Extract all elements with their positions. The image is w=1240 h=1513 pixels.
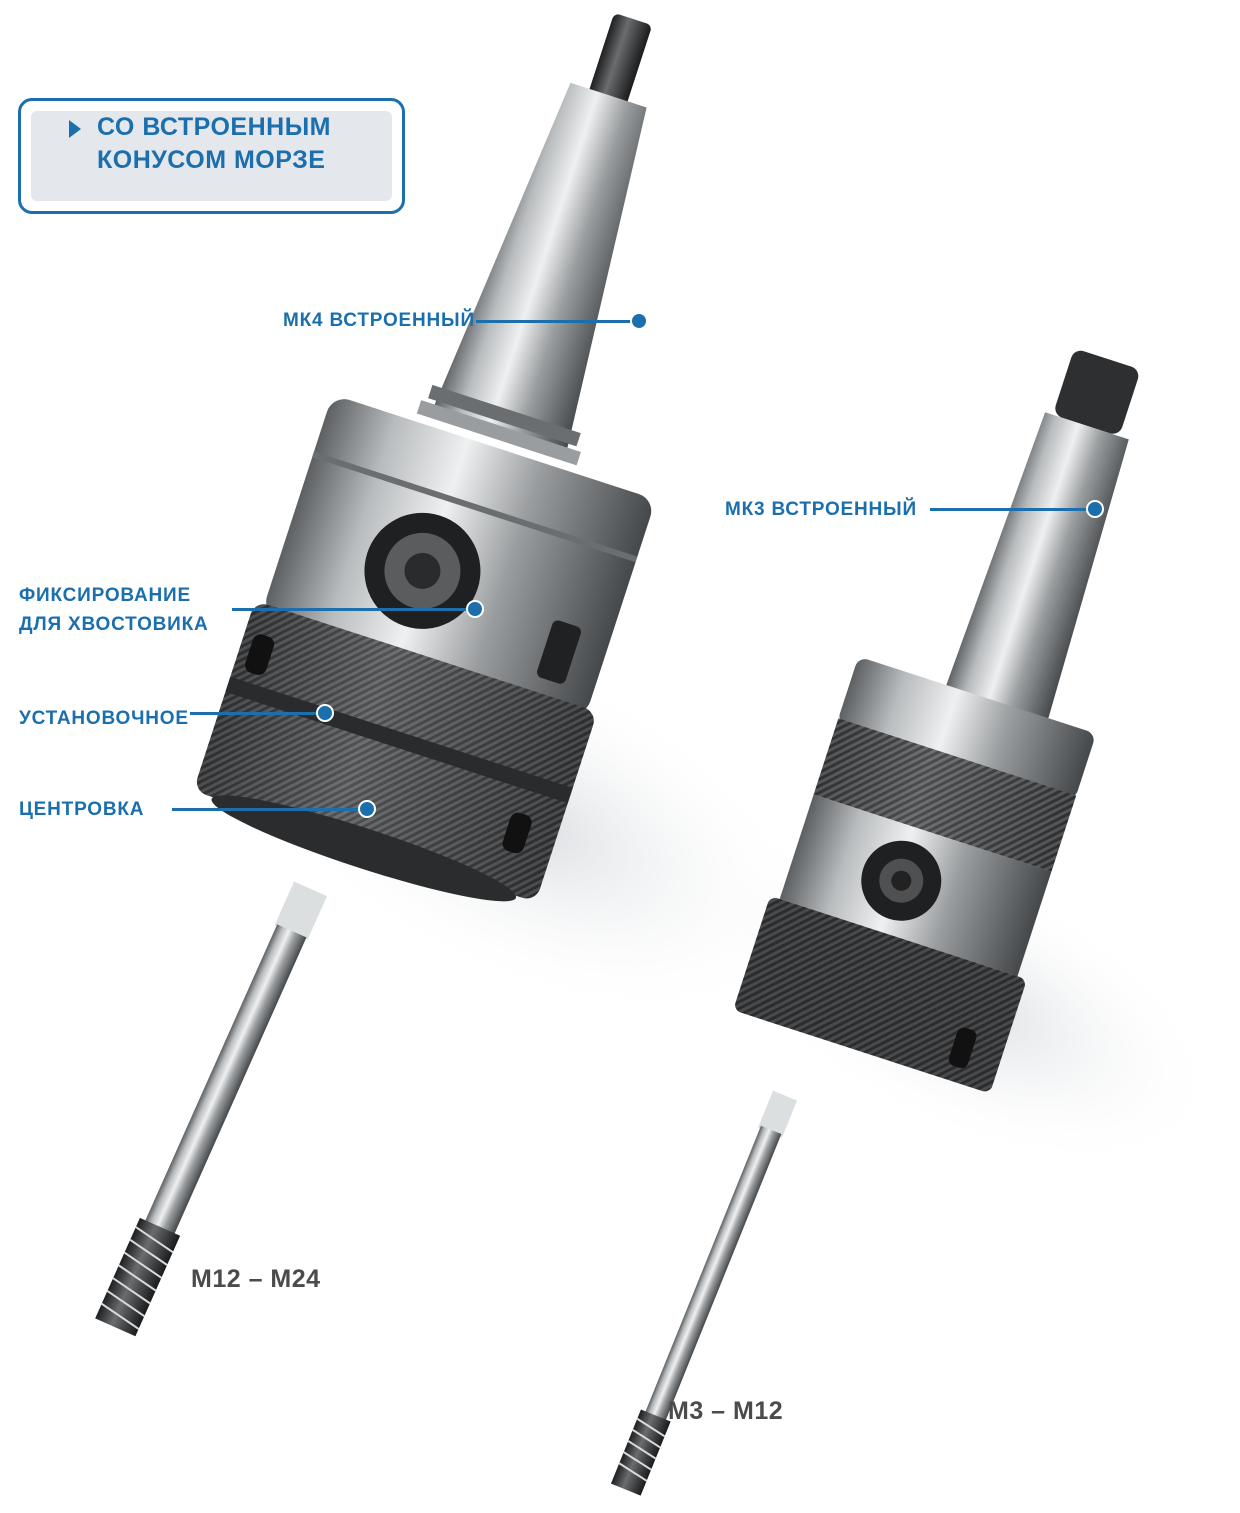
tap-large bbox=[95, 881, 327, 1337]
callout-centering-line bbox=[172, 808, 362, 811]
callout-mk4-line bbox=[476, 320, 636, 323]
feature-badge: СО ВСТРОЕННЫМ КОНУСОМ МОРЗЕ bbox=[18, 98, 405, 214]
callout-fix-line bbox=[232, 608, 474, 611]
callout-fix-label-line-1: ФИКСИРОВАНИЕ bbox=[19, 585, 191, 606]
callout-setting-label: УСТАНОВОЧНОЕ bbox=[19, 708, 189, 729]
callout-mk3-line bbox=[930, 508, 1090, 511]
triangle-right-icon bbox=[69, 120, 81, 138]
callout-centering-dot bbox=[358, 800, 376, 818]
badge-title-line-1: СО ВСТРОЕННЫМ bbox=[97, 113, 332, 141]
callout-mk4-label: МК4 ВСТРОЕННЫЙ bbox=[283, 310, 475, 331]
size-label-small: M3 – M12 bbox=[668, 1397, 784, 1425]
callout-fix-dot bbox=[466, 600, 484, 618]
callout-centering-label: ЦЕНТРОВКА bbox=[19, 799, 145, 820]
badge-title-line-2: КОНУСОМ МОРЗЕ bbox=[97, 146, 326, 174]
callout-mk3-dot bbox=[1086, 500, 1104, 518]
callout-setting-dot bbox=[316, 704, 334, 722]
badge-background bbox=[31, 111, 392, 201]
callout-setting-line bbox=[190, 712, 320, 715]
callout-mk4-dot bbox=[630, 312, 648, 330]
callout-mk3-label: МК3 ВСТРОЕННЫЙ bbox=[725, 499, 917, 520]
badge-title: СО ВСТРОЕННЫМ КОНУСОМ МОРЗЕ bbox=[97, 111, 331, 177]
mk4-chuck bbox=[196, 14, 652, 902]
mk3-chuck bbox=[735, 350, 1139, 1092]
callout-fix-label-line-2: ДЛЯ ХВОСТОВИКА bbox=[19, 614, 209, 635]
tap-small bbox=[610, 1090, 798, 1496]
size-label-large: M12 – M24 bbox=[191, 1265, 321, 1293]
